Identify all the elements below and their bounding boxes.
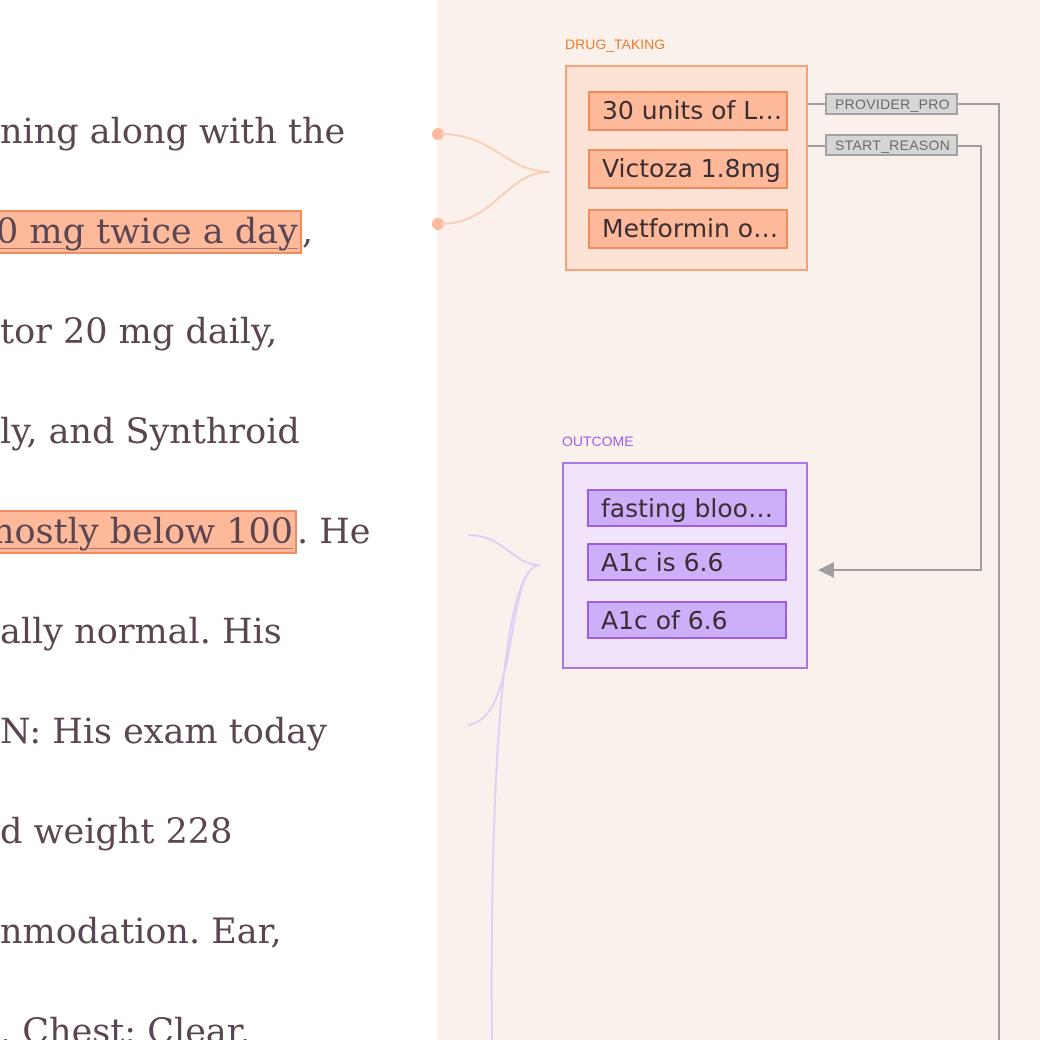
text-line: ly, and Synthroid — [0, 412, 300, 452]
text-line: nostly below 100. He — [0, 510, 371, 554]
text-segment: tor 20 mg daily, — [0, 312, 278, 352]
text-line: nmodation. Ear, — [0, 912, 282, 952]
text-segment: , — [301, 212, 313, 252]
text-segment: . He — [297, 512, 371, 552]
entity-chip[interactable]: fasting blood… — [587, 489, 787, 527]
text-segment: . Chest: Clear. — [0, 1012, 251, 1040]
highlighted-entity[interactable]: 0 mg twice a day — [0, 210, 302, 254]
text-segment: N: His exam today — [0, 712, 327, 752]
text-segment: ly, and Synthroid — [0, 412, 300, 452]
text-line: tor 20 mg daily, — [0, 312, 277, 352]
text-line: . Chest: Clear. — [0, 1012, 251, 1040]
text-line: 0 mg twice a day, — [0, 210, 313, 254]
document-panel: ning along with the 0 mg twice a day, to… — [0, 0, 437, 1040]
highlighted-entity[interactable]: nostly below 100 — [0, 510, 298, 554]
text-segment: nmodation. Ear, — [0, 912, 282, 952]
text-line: d weight 228 — [0, 812, 232, 852]
relation-label-start-reason[interactable]: START_REASON — [825, 134, 958, 156]
entity-chip[interactable]: Metformin of… — [588, 209, 788, 249]
entity-chip[interactable]: A1c is 6.6 — [587, 543, 787, 581]
group-label-outcome: OUTCOME — [562, 433, 634, 449]
entity-chip[interactable]: 30 units of L… — [588, 91, 788, 131]
text-line: ning along with the — [0, 112, 345, 152]
entity-chip[interactable]: Victoza 1.8mg — [588, 149, 788, 189]
entity-chip[interactable]: A1c of 6.6 — [587, 601, 787, 639]
text-segment: ning along with the — [0, 112, 346, 152]
text-line: N: His exam today — [0, 712, 327, 752]
group-label-drug-taking: DRUG_TAKING — [565, 36, 666, 52]
text-line: ally normal. His — [0, 612, 282, 652]
text-segment: ally normal. His — [0, 612, 282, 652]
text-segment: d weight 228 — [0, 812, 233, 852]
relation-label-provider-pro[interactable]: PROVIDER_PRO — [825, 93, 958, 115]
